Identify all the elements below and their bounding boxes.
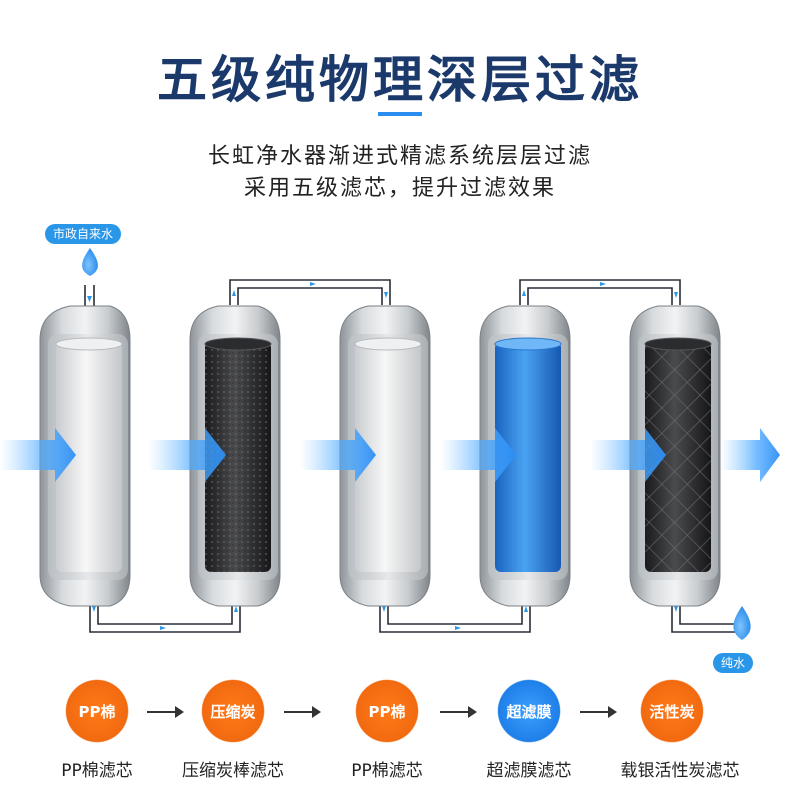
stage-badge-activated-carbon: 活性炭 xyxy=(637,676,707,746)
outlet-label: 纯水 xyxy=(713,653,754,673)
flow-arrow-icon xyxy=(0,428,76,482)
stage-badge-pp-cotton: PP棉 xyxy=(62,676,132,746)
filter-cylinder-3 xyxy=(339,305,431,607)
filter-cylinder-5 xyxy=(629,305,721,607)
flow-arrow-icon xyxy=(590,428,666,482)
stage-badge-compressed-carbon: 压缩炭 xyxy=(198,676,268,746)
subtitle-line-1: 长虹净水器渐进式精滤系统层层过滤 xyxy=(207,144,592,169)
step-arrow-icon xyxy=(147,706,184,718)
filter-cylinder-4 xyxy=(479,305,571,607)
stage-name-5: 载银活性炭滤芯 xyxy=(620,761,740,781)
step-arrow-icon xyxy=(580,706,617,718)
filter-cylinder-2 xyxy=(189,305,281,607)
stage-name-4: 超滤膜滤芯 xyxy=(486,761,572,781)
filter-cylinder-1 xyxy=(39,305,131,607)
flow-arrow-icon xyxy=(300,428,376,482)
flow-arrow-icon xyxy=(148,428,226,482)
step-arrow-icon xyxy=(284,706,321,718)
step-arrow-icon xyxy=(440,706,477,718)
flow-markers xyxy=(87,282,678,630)
stage-name-3: PP棉滤芯 xyxy=(351,761,423,781)
flow-arrow-icon xyxy=(720,428,780,482)
stage-badge-ultrafiltration: 超滤膜 xyxy=(494,676,564,746)
inlet-label: 市政自来水 xyxy=(45,224,122,244)
stage-name-2: 压缩炭棒滤芯 xyxy=(182,761,284,781)
page-title: 五级纯物理深层过滤 xyxy=(157,51,643,109)
flow-arrow-icon xyxy=(440,428,516,482)
subtitle-line-2: 采用五级滤芯，提升过滤效果 xyxy=(243,176,556,201)
water-drop-icon xyxy=(733,606,751,640)
pipe-network xyxy=(84,279,746,633)
stage-badge-pp-cotton: PP棉 xyxy=(352,676,422,746)
water-drop-icon xyxy=(82,248,98,276)
stage-name-1: PP棉滤芯 xyxy=(61,761,133,781)
title-underline xyxy=(378,112,422,116)
